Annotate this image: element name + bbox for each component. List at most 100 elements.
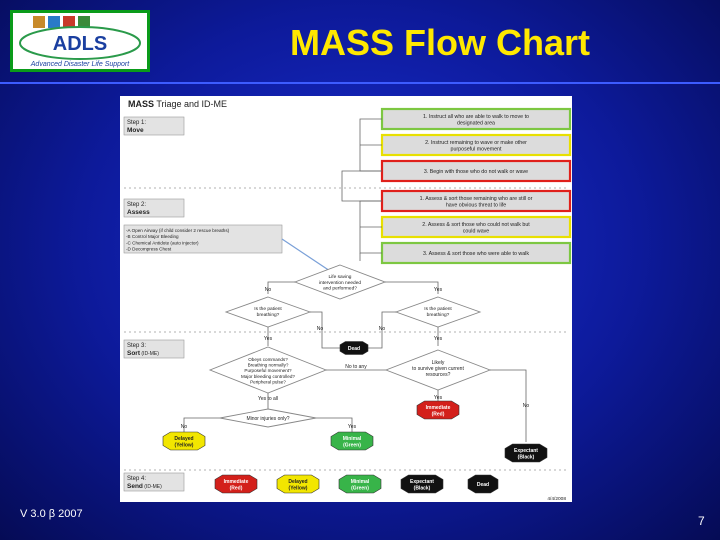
assess-box-1-line-0: 1. Assess & sort those remaining who are…: [420, 196, 533, 202]
immediate-tag-sort-label-1: (Red): [432, 411, 445, 417]
logo-ellipse: [19, 26, 141, 60]
minimal-tag-sort: [330, 431, 374, 451]
logo-emblem-3: [63, 16, 75, 28]
edge-label-yes-2: Yes: [264, 336, 273, 342]
decision-lifesaving-text-line-0: Life saving: [329, 274, 352, 280]
move-box-2-line-1: purposeful movement: [451, 146, 502, 152]
step-2-assess-name: Assess: [127, 209, 150, 216]
dead-tag-send-label-0: Dead: [477, 482, 489, 488]
expectant-tag-send-label-1: (Black): [414, 485, 431, 491]
decision-obeys-text-line-0: Obeys commands?: [248, 357, 288, 362]
delayed-tag-sort: [162, 431, 206, 451]
decision-lifesaving-text-line-2: and performed?: [323, 286, 357, 292]
decision-breathing-left-text-line-0: Is the patient: [254, 306, 282, 312]
step-1-move-label: Step 1:: [127, 120, 146, 126]
expectant-tag-send: [400, 474, 444, 494]
step-3-sort: [123, 339, 185, 359]
flowchart-date: 4/4/2008: [547, 496, 566, 502]
delayed-tag-send-label-0: Delayed: [288, 479, 307, 485]
decision-lifesaving: [293, 264, 387, 300]
move-box-2-line-0: 2. Instruct remaining to wave or make ot…: [425, 140, 527, 146]
immediate-tag-sort-label-0: Immediate: [426, 405, 451, 411]
decision-obeys-text-line-1: Breathing normally?: [248, 363, 289, 368]
minimal-tag-sort-label-0: Minimal: [343, 436, 362, 442]
step-3-sort-label: Step 3:: [127, 343, 146, 349]
decision-breathing-right-text-line-1: breathing?: [427, 312, 450, 318]
title-divider: [0, 82, 720, 84]
step-1-move: [123, 116, 185, 136]
decision-likely-text-line-0: Likely: [432, 360, 445, 366]
assess-box-2-line-1: could wave: [463, 228, 490, 234]
edge-label-no-4: No: [523, 403, 530, 409]
assess-box-2-line-0: 2. Assess & sort those who could not wal…: [422, 222, 530, 228]
step-4-send-name: Send (ID-ME): [127, 483, 162, 490]
slide-title: MASS Flow Chart: [289, 22, 590, 63]
edge-breathing-right-no: [368, 311, 396, 349]
flowchart-title: MASS Triage and ID-ME: [128, 99, 227, 109]
immediate-tag-send-label-0: Immediate: [224, 479, 249, 485]
logo-emblem-2: [48, 16, 60, 28]
airway-pointer: [281, 238, 331, 272]
decision-minor: [219, 408, 317, 428]
delayed-tag-send-label-1: (Yellow): [289, 485, 308, 491]
delayed-tag-sort-label-1: (Yellow): [175, 442, 194, 448]
dead-tag-sort-label-0: Dead: [348, 346, 360, 352]
edge-label-no-1: No: [265, 287, 272, 293]
delayed-tag-send: [276, 474, 320, 494]
edge-label-yes-3: Yes: [434, 336, 443, 342]
edge-breathing-left-no: [310, 311, 340, 349]
decision-obeys-text-line-2: Purposeful movement?: [244, 368, 292, 373]
edge-label-yes-to-all: Yes to all: [258, 396, 278, 402]
edge-label-yes-5: Yes: [348, 424, 357, 430]
logo-emblem-4: [78, 16, 90, 28]
airway-text-line-0: -A Open Airway (if child consider 2 resc…: [126, 228, 230, 233]
move-box-1-line-1: designated area: [457, 120, 495, 126]
move-box-1-line-0: 1. Instruct all who are able to walk to …: [423, 114, 529, 120]
minimal-tag-sort-label-1: (Green): [343, 442, 361, 448]
edge-minor-no: [183, 417, 220, 432]
decision-breathing-left-text-line-1: breathing?: [257, 312, 280, 318]
delayed-tag-sort-label-0: Delayed: [174, 436, 193, 442]
step-4-send: [123, 472, 185, 492]
minimal-tag-send-label-1: (Green): [351, 485, 369, 491]
edge-label-no-3: No: [379, 326, 386, 332]
expectant-tag-sort-label-1: (Black): [518, 454, 535, 460]
immediate-tag-send: [214, 474, 258, 494]
immediate-tag-sort: [416, 400, 460, 420]
airway-box: [123, 224, 283, 254]
decision-obeys-text-line-4: Peripheral pulse?: [250, 379, 286, 384]
adls-logo: ADLS Advanced Disaster Life Support: [10, 10, 150, 72]
decision-likely-text-line-1: to survive given current: [412, 366, 464, 372]
minimal-tag-send-label-0: Minimal: [351, 479, 370, 485]
edge-likely-no: [490, 369, 527, 442]
edge-label-yes-4: Yes: [434, 395, 443, 401]
minimal-tag-send: [338, 474, 382, 494]
edge-label-no-5: No: [181, 424, 188, 430]
step-3-sort-name: Sort (ID-ME): [127, 350, 159, 357]
version-label: V 3.0 β 2007: [20, 508, 83, 520]
decision-obeys-text-line-3: Major bleeding controlled?: [241, 374, 295, 379]
airway-text-line-2: -C Chemical Antidote (auto injector): [126, 240, 199, 245]
step-1-move-name: Move: [127, 127, 144, 134]
expectant-tag-sort-label-0: Expectant: [514, 448, 538, 454]
edge-lifesaving-no: [267, 281, 295, 294]
logo-emblem-1: [33, 16, 45, 28]
airway-text-line-1: -B Control Major Bleeding: [126, 234, 179, 239]
assess-box-1-line-1: have obvious threat to life: [446, 202, 506, 208]
dead-tag-sort: [339, 341, 369, 355]
step-4-send-label: Step 4:: [127, 476, 146, 482]
edge-lifesaving-yes: [385, 281, 439, 294]
decision-minor-text: Minor injuries only?: [246, 416, 289, 422]
edge-label-no-2: No: [317, 326, 324, 332]
expectant-tag-send-label-0: Expectant: [410, 479, 434, 485]
expectant-tag-sort: [504, 443, 548, 463]
edge-label-no-to-any: No to any: [345, 364, 367, 370]
move-box-3-line-0: 3. Begin with those who do not walk or w…: [424, 169, 528, 175]
decision-breathing-right-text-line-0: Is the patient: [424, 306, 452, 312]
edge-label-yes-1: Yes: [434, 287, 443, 293]
move-to-assess-connector: [341, 170, 382, 202]
decision-likely-text-line-2: resources?: [426, 372, 451, 378]
page-number: 7: [698, 514, 705, 528]
